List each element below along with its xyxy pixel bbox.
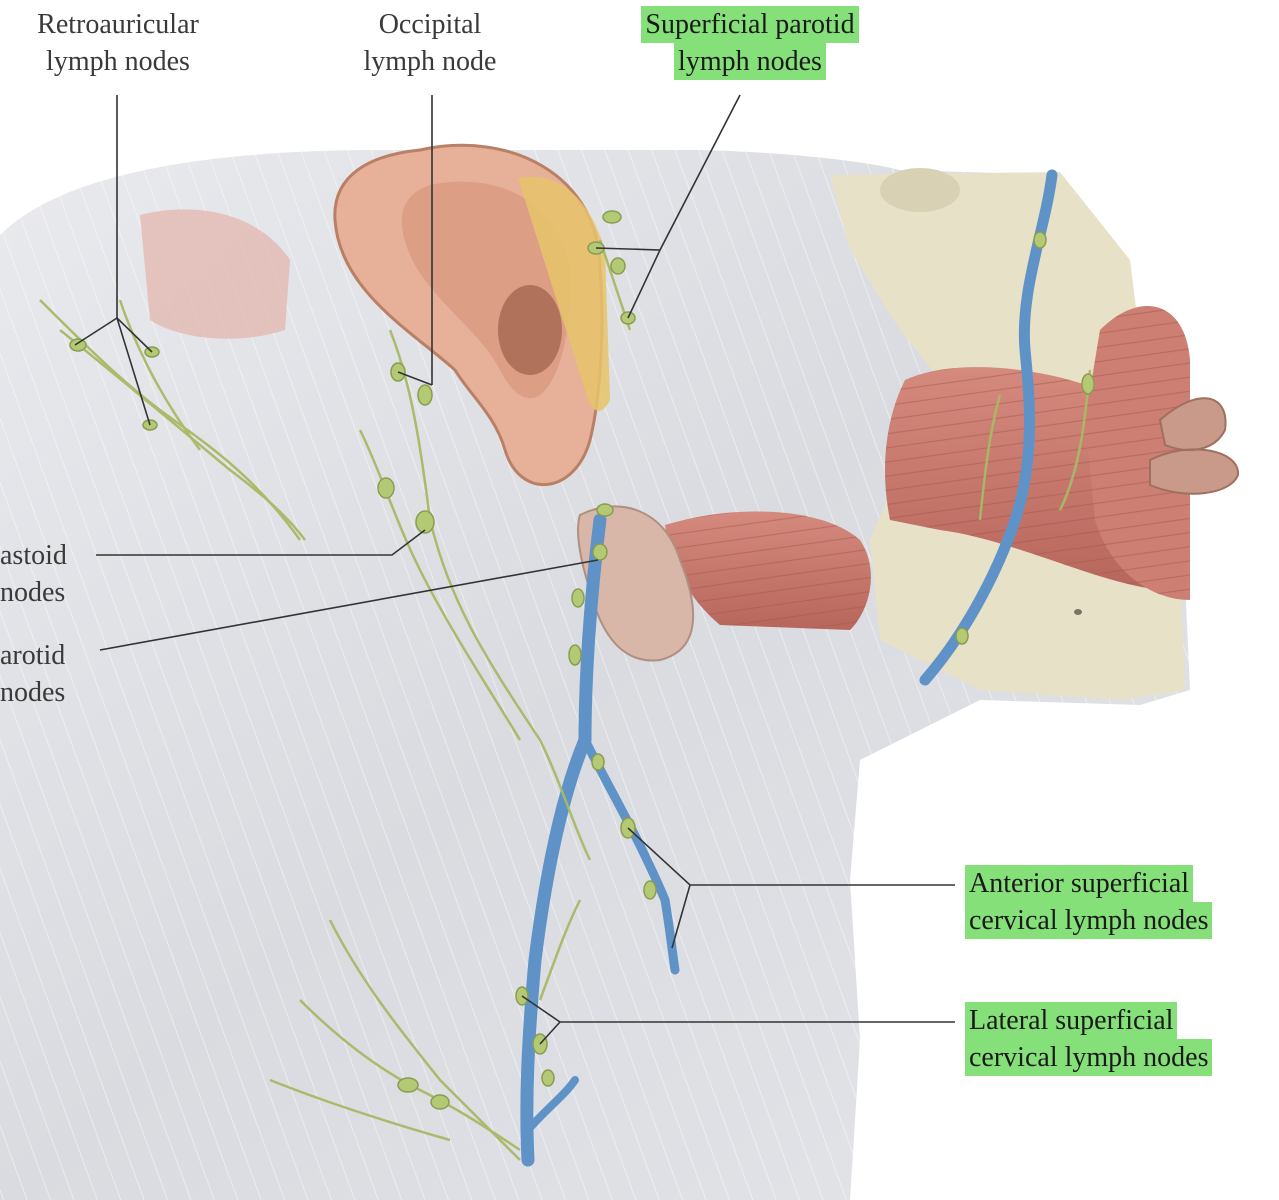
- label-retroauricular: Retroauricular lymph nodes: [18, 6, 218, 80]
- label-line: lymph nodes: [46, 46, 190, 77]
- label-mastoid: astoid nodes: [0, 537, 67, 611]
- label-superficial-parotid: Superficial parotid lymph nodes: [610, 6, 890, 80]
- external-jugular-vein: [520, 513, 607, 1167]
- occipital-muscle: [140, 209, 290, 339]
- label-line: astoid: [0, 540, 67, 571]
- label-occipital: Occipital lymph node: [340, 6, 520, 80]
- label-line: nodes: [0, 677, 66, 708]
- label-parotid: arotid nodes: [0, 637, 65, 711]
- leader-lines: [74, 94, 955, 1045]
- ear: [333, 143, 610, 487]
- label-line: nodes: [0, 577, 66, 608]
- label-line: Retroauricular: [37, 9, 199, 40]
- label-line: lymph node: [363, 46, 497, 77]
- label-line: lymph nodes: [674, 43, 826, 80]
- label-line: Anterior superficial: [965, 865, 1194, 902]
- label-line: Superficial parotid: [641, 6, 859, 43]
- label-lateral-superficial-cervical: Lateral superficial cervical lymph nodes: [965, 1002, 1213, 1076]
- label-line: cervical lymph nodes: [965, 1039, 1213, 1076]
- label-line: cervical lymph nodes: [965, 902, 1213, 939]
- facial-vein: [919, 169, 1058, 686]
- label-line: Occipital: [378, 9, 482, 40]
- label-anterior-superficial-cervical: Anterior superficial cervical lymph node…: [965, 865, 1213, 939]
- label-line: Lateral superficial: [965, 1002, 1178, 1039]
- lymph-nodes: [69, 210, 1095, 1110]
- lips: [1149, 397, 1240, 495]
- label-line: arotid: [0, 640, 66, 671]
